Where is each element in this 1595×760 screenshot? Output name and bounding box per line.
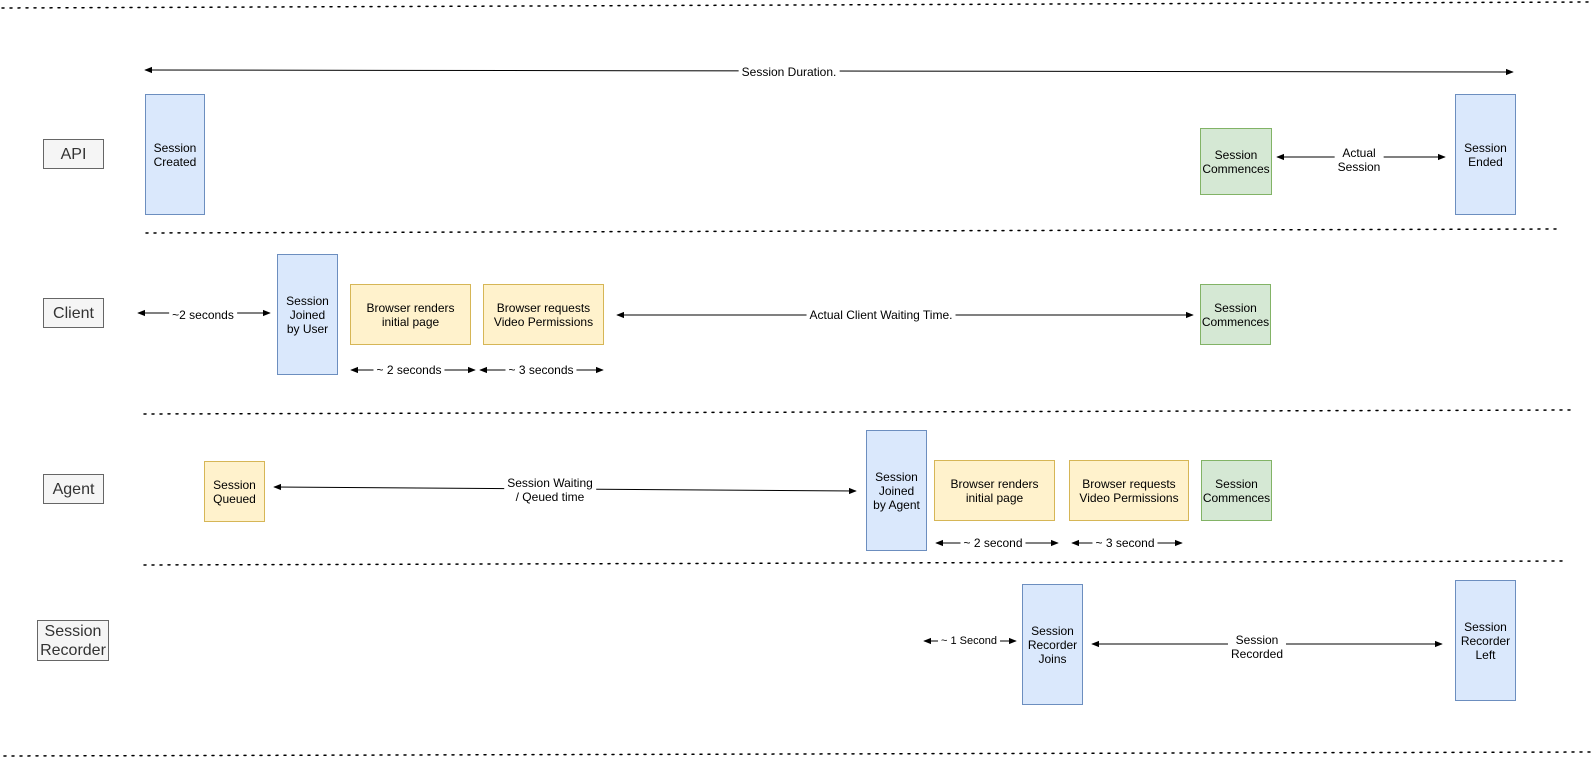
agent-waiting-label: Session Waiting / Qeued time (504, 476, 596, 504)
agent-render-time-label: ~ 2 second (960, 536, 1026, 550)
session-joined-by-agent-box: Session Joined by Agent (866, 430, 927, 551)
client-browser-requests-box: Browser requests Video Permissions (483, 284, 604, 345)
bottom-separator (3, 751, 1591, 757)
actual-session-label: Actual Session (1334, 146, 1384, 174)
client-permission-time-label: ~ 3 seconds (505, 363, 577, 377)
client-two-seconds-label: ~2 seconds (169, 308, 237, 322)
session-duration-label: Session Duration. (738, 65, 840, 79)
lane-label-api: API (43, 139, 104, 169)
client-browser-renders-box: Browser renders initial page (350, 284, 471, 345)
agent-browser-renders-box: Browser renders initial page (934, 460, 1055, 521)
top-separator (1, 1, 1594, 9)
lane-label-session-recorder: Session Recorder (37, 620, 109, 661)
client-waiting-time-label: Actual Client Waiting Time. (806, 308, 956, 322)
lane-label-client: Client (43, 298, 104, 328)
agent-permission-time-label: ~ 3 second (1092, 536, 1158, 550)
client-agent-separator (143, 409, 1571, 415)
agent-browser-requests-box: Browser requests Video Permissions (1069, 460, 1189, 521)
recorder-one-second-label: ~ 1 Second (938, 634, 1000, 648)
client-render-time-label: ~ 2 seconds (373, 363, 445, 377)
session-recorder-left-box: Session Recorder Left (1455, 580, 1516, 701)
client-session-commences-box: Session Commences (1200, 284, 1271, 345)
session-joined-by-user-box: Session Joined by User (277, 254, 338, 375)
agent-recorder-separator (143, 560, 1565, 566)
session-created-box: Session Created (145, 94, 205, 215)
lane-label-agent: Agent (43, 474, 104, 504)
session-queued-box: Session Queued (204, 461, 265, 522)
agent-session-commences-box: Session Commences (1201, 460, 1272, 521)
session-ended-box: Session Ended (1455, 94, 1516, 215)
api-session-commences-box: Session Commences (1200, 128, 1272, 195)
session-recorder-joins-box: Session Recorder Joins (1022, 584, 1083, 705)
session-recorded-label: Session Recorded (1227, 633, 1287, 661)
api-client-separator (145, 228, 1561, 234)
